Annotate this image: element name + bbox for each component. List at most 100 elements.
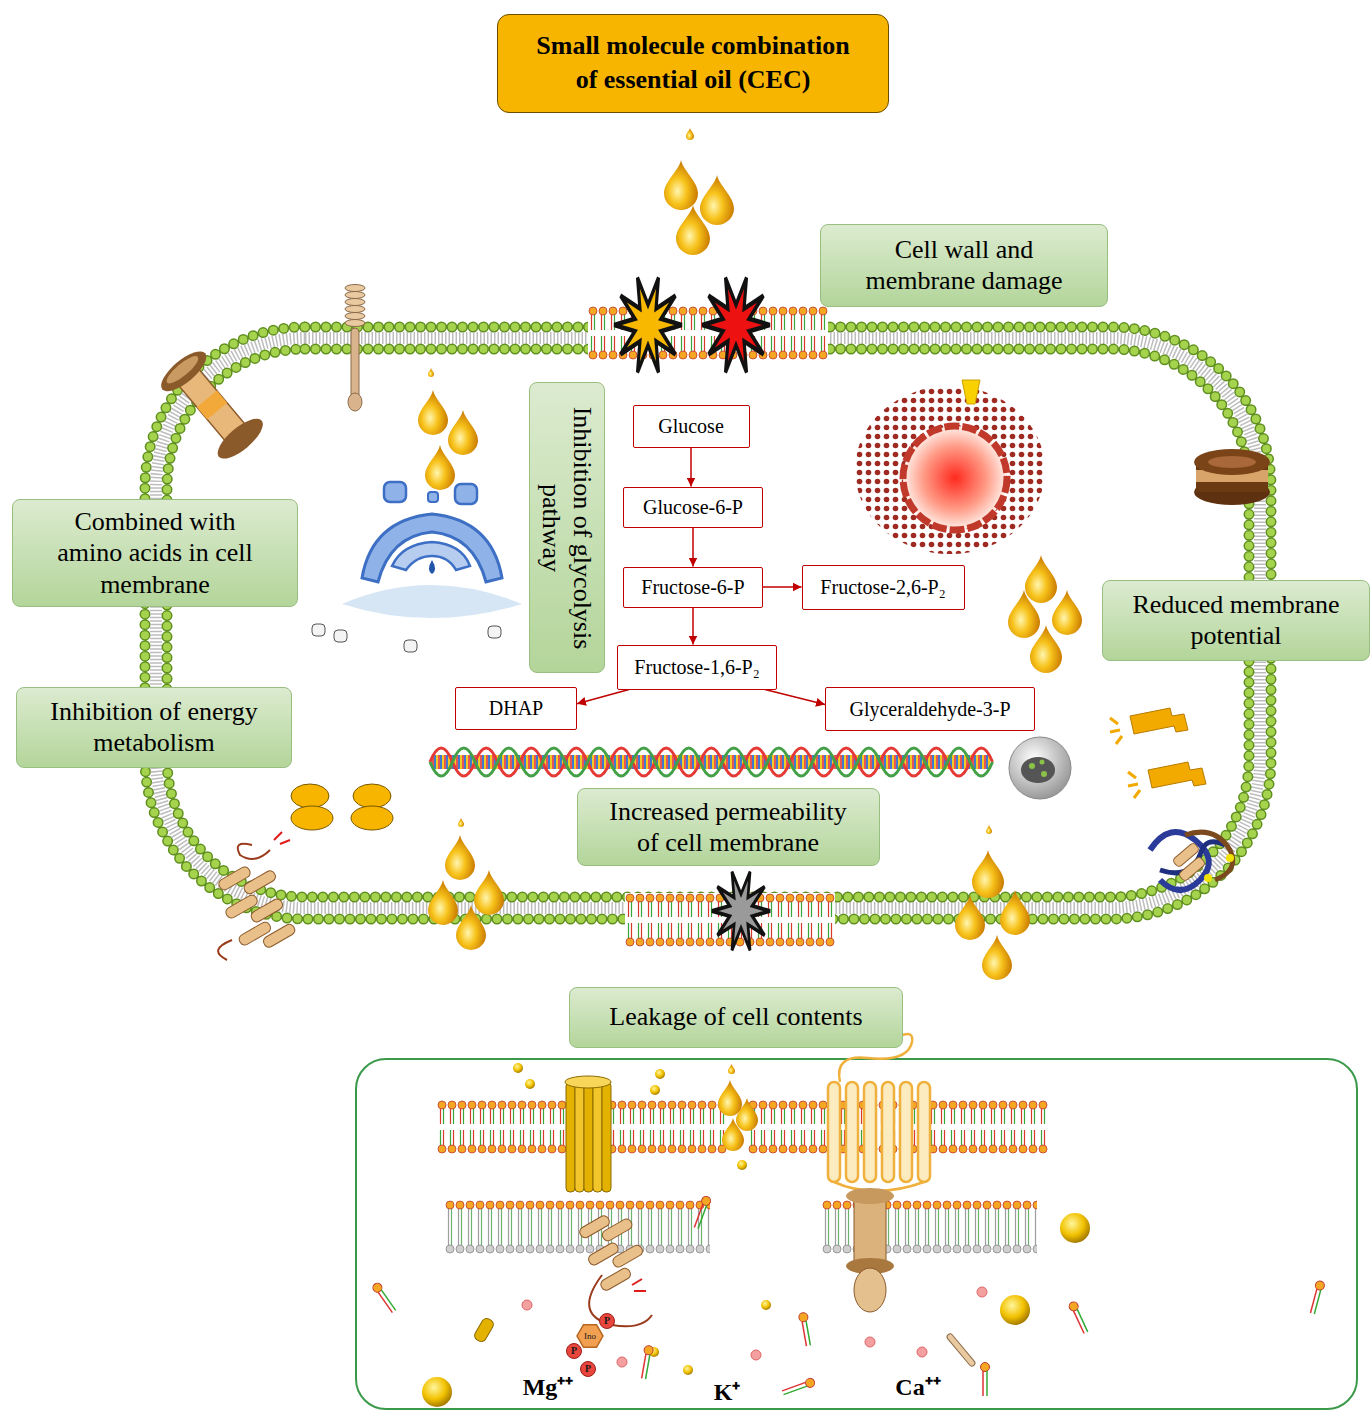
inset-protein xyxy=(601,1217,634,1243)
leakage-inset xyxy=(356,1059,1357,1409)
metabolite-box: Glucose xyxy=(633,405,750,448)
signal-molecule xyxy=(1128,772,1140,798)
inositol-phosphate xyxy=(581,1362,596,1377)
metabolite-ball xyxy=(422,1377,452,1407)
inset-drop xyxy=(718,1080,742,1116)
vesicle xyxy=(1009,737,1071,799)
metabolite-box-text: Glucose-6-P xyxy=(643,495,743,519)
effect-label-text: Combined with amino acids in cell membra… xyxy=(48,506,263,600)
metabolite-ball xyxy=(1000,1295,1030,1325)
metabolite-ball xyxy=(1060,1213,1090,1243)
oil-droplet xyxy=(418,390,448,435)
membrane-protein xyxy=(242,869,277,896)
receptor xyxy=(345,285,365,292)
free-molecule xyxy=(473,1317,495,1344)
free-lipid xyxy=(798,1312,813,1347)
effect-label-text: Cell wall and membrane damage xyxy=(852,234,1077,296)
signal-molecule xyxy=(1110,708,1206,798)
effect-label-text: Reduced membrane potential xyxy=(1113,589,1359,651)
leakage-inset xyxy=(356,1059,1357,1409)
oil-droplet xyxy=(425,445,455,490)
free-lipid xyxy=(371,1281,398,1314)
effect-label: Inhibition of glycolysis pathway xyxy=(529,382,605,673)
ribosome xyxy=(351,806,393,830)
organelle xyxy=(334,630,347,642)
free-molecule xyxy=(946,1333,976,1367)
oil-droplet xyxy=(1025,555,1057,603)
effect-label-text: Inhibition of energy metabolism xyxy=(29,696,279,758)
metabolite-box: Glyceraldehyde-3-P xyxy=(825,687,1035,731)
oil-droplet xyxy=(445,835,475,880)
oil-droplet xyxy=(986,825,992,834)
channel-protein xyxy=(163,352,201,387)
inositol-phosphate xyxy=(577,1325,603,1348)
effect-label-text: Inhibition of glycolysis pathway xyxy=(536,389,598,666)
ion-dot xyxy=(865,1337,875,1347)
inset-protein xyxy=(632,1279,646,1291)
phosphate-label: P xyxy=(585,1364,591,1374)
metabolite-ball xyxy=(761,1300,771,1310)
signal-molecule xyxy=(1148,762,1206,788)
organelle xyxy=(429,560,435,574)
free-lipid xyxy=(639,1345,654,1380)
inset-transporter xyxy=(854,1268,886,1312)
ion-dot xyxy=(522,1287,987,1367)
membrane-protein xyxy=(1204,874,1212,882)
metabolite-box-text: Glucose xyxy=(658,414,724,438)
metabolite-ball xyxy=(422,1063,1090,1407)
damage-burst xyxy=(712,872,770,951)
organelle xyxy=(404,640,417,652)
receptor xyxy=(348,393,362,411)
vesicle xyxy=(1021,757,1055,783)
pathway-arrow xyxy=(690,448,692,487)
vesicle xyxy=(1009,737,1071,799)
inset-transporter xyxy=(846,1188,894,1312)
membrane-protein xyxy=(1178,856,1206,882)
nucleoid xyxy=(855,380,1045,554)
receptor xyxy=(345,292,365,299)
oil-droplet xyxy=(676,205,710,255)
channel-protein xyxy=(155,345,269,465)
oil-droplet xyxy=(1030,625,1062,673)
organelle xyxy=(312,482,522,652)
pathway-arrow xyxy=(692,528,694,567)
organelle xyxy=(384,482,406,502)
inset-transporter xyxy=(854,1196,886,1266)
oil-droplet xyxy=(418,128,1082,980)
agent-box: Small molecule combination of essential … xyxy=(497,14,889,113)
oil-droplet xyxy=(686,128,694,140)
pathway-arrow xyxy=(577,690,629,704)
membrane-protein xyxy=(1150,832,1234,890)
inositol-phosphate xyxy=(567,1344,582,1359)
inositol-phosphate xyxy=(567,1314,615,1377)
signal-molecule xyxy=(1130,708,1188,734)
ion-label: Ca⁺⁺ xyxy=(895,1375,940,1399)
metabolite-box-text: DHAP xyxy=(489,696,543,720)
receptor xyxy=(345,320,365,327)
metabolite-box-text: Fructose-6-P xyxy=(641,575,744,599)
metabolite-ball xyxy=(513,1063,523,1073)
damage-burst xyxy=(702,278,770,373)
organelle xyxy=(342,585,522,618)
channel-protein xyxy=(197,391,227,420)
oil-droplet xyxy=(458,818,464,827)
oil-droplet xyxy=(456,905,486,950)
inset-receptor xyxy=(900,1082,912,1182)
ribosome xyxy=(291,784,393,830)
oil-droplet xyxy=(982,935,1012,980)
inset-receptor xyxy=(918,1082,930,1182)
pathway-arrow xyxy=(692,608,694,645)
receptor xyxy=(345,299,365,306)
ion-dot xyxy=(977,1287,987,1297)
vesicle xyxy=(1029,763,1035,769)
organelle xyxy=(428,492,438,502)
metabolite-ball xyxy=(737,1160,747,1170)
ion-channel xyxy=(575,1082,584,1192)
inset-drop xyxy=(736,1098,758,1131)
ion-dot xyxy=(522,1300,532,1310)
signal-molecule xyxy=(1110,718,1122,744)
leakage-inset xyxy=(445,1200,710,1254)
receptor xyxy=(345,285,365,412)
oil-droplet xyxy=(700,175,734,225)
